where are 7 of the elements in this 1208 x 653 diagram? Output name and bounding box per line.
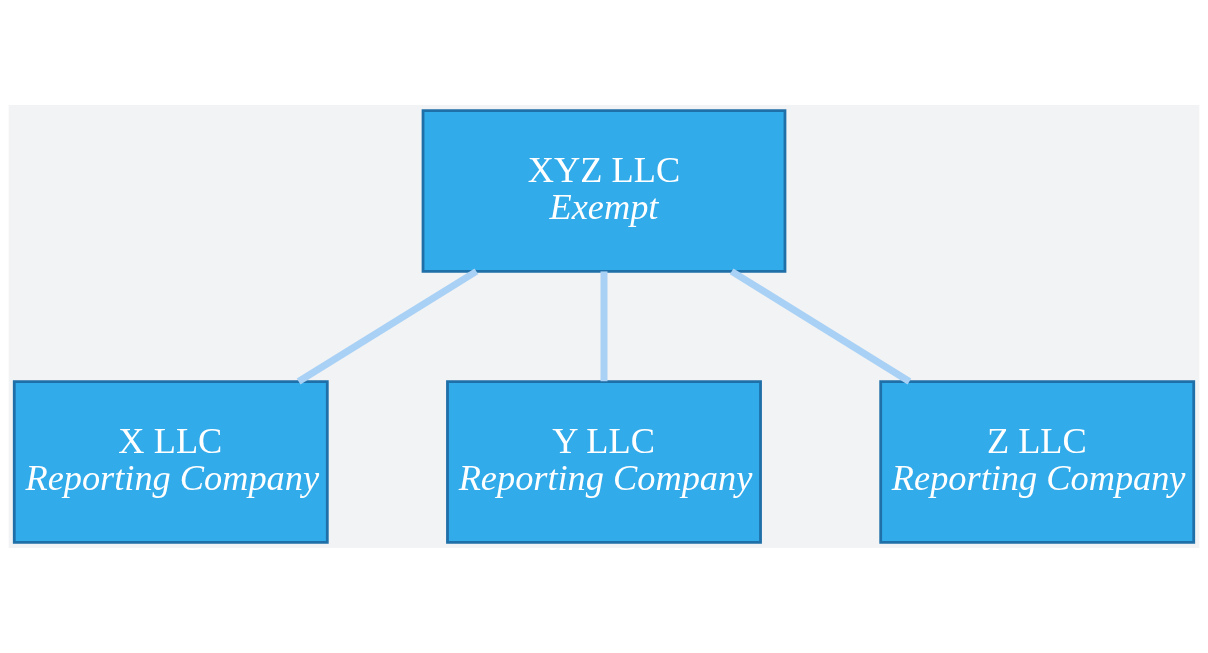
node-box: X LLC Reporting Company xyxy=(12,380,329,544)
connector xyxy=(729,268,912,385)
node-box: Y LLC Reporting Company xyxy=(446,380,762,544)
connector xyxy=(600,271,608,382)
node-box: Z LLC Reporting Company xyxy=(879,380,1196,544)
node-box: XYZ LLC Exempt xyxy=(421,109,787,273)
connector xyxy=(296,268,479,385)
